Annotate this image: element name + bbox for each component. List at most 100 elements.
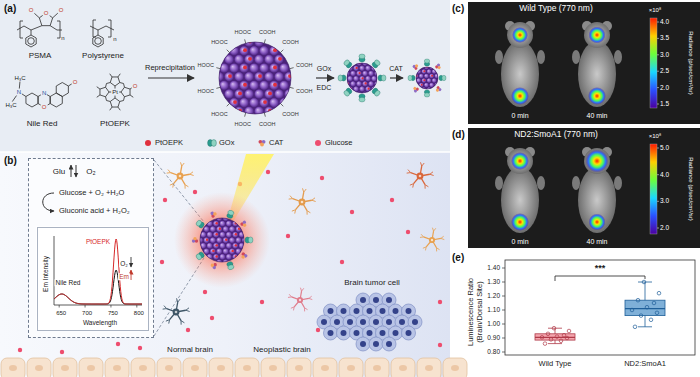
gox-subunit xyxy=(195,219,202,227)
mouse xyxy=(495,147,545,233)
epithelial-cell xyxy=(261,358,285,377)
group-label: HOOC xyxy=(234,121,251,127)
dye-dot xyxy=(206,239,208,241)
gox-enzyme xyxy=(371,59,381,69)
atom-label: O xyxy=(28,7,35,14)
dendrite-branch xyxy=(292,210,296,211)
glucose-dot xyxy=(266,170,270,174)
polymer-sphere xyxy=(232,243,238,249)
carboxyl-stub xyxy=(216,68,220,69)
meso-bridge xyxy=(106,97,111,102)
polymer-sphere xyxy=(226,220,232,226)
polymer-sphere xyxy=(350,71,356,77)
polymer-sphere xyxy=(365,76,371,82)
polymer-sphere xyxy=(244,72,254,82)
dye-dot xyxy=(219,216,221,218)
polymer-sphere xyxy=(279,63,289,73)
polymer-sphere xyxy=(235,248,241,254)
neuron xyxy=(288,288,312,312)
polymer-sphere xyxy=(207,232,213,238)
dye-dot xyxy=(219,228,221,230)
dendrite-branch xyxy=(312,198,315,200)
node-grounds xyxy=(28,158,154,338)
brain-scene xyxy=(1,154,467,377)
aromatic-circle xyxy=(28,38,35,45)
dendrite-branch xyxy=(291,307,294,308)
category-label: ND2:SmoA1 xyxy=(624,360,666,369)
chemical-structures xyxy=(12,13,133,111)
dye-dot xyxy=(212,250,214,252)
pyrrole-ring xyxy=(110,77,120,86)
particle-body xyxy=(219,42,291,114)
dendrite-branch xyxy=(309,298,312,299)
gox-subunit xyxy=(248,237,253,243)
cat-subunit xyxy=(435,88,439,92)
whisker-cap xyxy=(638,282,652,283)
repeat-index: n xyxy=(113,36,116,43)
polymer-sphere xyxy=(259,98,269,108)
tumor-nucleus xyxy=(373,319,379,325)
atom-label: O xyxy=(132,82,139,89)
axis-tick-label: 1.00 xyxy=(487,320,500,327)
time-label: 0 min xyxy=(511,238,528,246)
polymer-sphere xyxy=(219,220,225,226)
dye-dot xyxy=(258,74,262,78)
tumor-nucleus xyxy=(328,330,334,336)
polymer-sphere xyxy=(213,243,219,249)
luminescence-spot xyxy=(589,214,606,231)
polymer-sphere xyxy=(235,226,241,232)
whisker-cap xyxy=(548,343,562,344)
gox-enzyme xyxy=(359,94,365,102)
nanoparticle xyxy=(214,37,294,116)
axis-tick xyxy=(59,305,60,308)
cat-subunit xyxy=(193,237,196,240)
panel-a-ground xyxy=(0,0,450,152)
polymer-sphere xyxy=(234,106,244,116)
dye-dot xyxy=(364,82,366,84)
mouse-head xyxy=(507,148,533,174)
color-bar-tick xyxy=(657,201,659,202)
gox-subunit xyxy=(373,89,381,97)
polymer-sphere xyxy=(224,55,234,65)
cat-enzyme xyxy=(192,237,198,243)
inset-box-ground xyxy=(28,158,154,338)
polymer-backbone xyxy=(90,26,114,30)
cell-nucleus xyxy=(9,365,17,371)
tumor-nucleus xyxy=(360,297,366,303)
cat-subunit xyxy=(241,255,246,260)
mouse-body xyxy=(501,41,539,107)
mouse-body xyxy=(501,167,539,233)
data-point xyxy=(655,311,659,315)
polymer-sphere xyxy=(274,55,284,65)
polymer-sphere xyxy=(371,76,377,82)
reaction-text: Glucose + O₂ +H₂O xyxy=(59,189,124,198)
tumor-cell xyxy=(337,326,351,340)
box-group xyxy=(625,280,665,328)
axis-tick xyxy=(85,305,86,308)
polymer-sphere xyxy=(356,81,362,87)
nanoparticle xyxy=(414,65,440,92)
process-arrow xyxy=(390,77,403,78)
ethyl-group xyxy=(97,87,100,89)
box xyxy=(625,300,665,315)
image-title: ND2:SmoA1 (770 nm) xyxy=(514,130,598,140)
polymer-sphere xyxy=(353,76,359,82)
dendrite-branch xyxy=(312,200,316,201)
axis-tick xyxy=(502,352,505,353)
polymer-sphere xyxy=(347,76,353,82)
glucose-dot xyxy=(163,198,167,202)
epithelial-cell xyxy=(365,358,389,377)
dye-dot xyxy=(233,100,237,104)
meso-bridge xyxy=(120,83,125,88)
polymer-sphere xyxy=(232,232,238,238)
cat-enzyme xyxy=(412,63,420,71)
atom-label: Pt xyxy=(111,89,119,96)
synthesis-scheme xyxy=(148,37,446,116)
polymer-sphere xyxy=(229,98,239,108)
axis-tick xyxy=(110,305,111,308)
color-bar-tick-label: 2.0 xyxy=(660,224,669,231)
axis-tick-label: 1.40 xyxy=(487,264,500,271)
dendrite-branch xyxy=(304,189,306,192)
polymer-sphere xyxy=(362,71,368,77)
